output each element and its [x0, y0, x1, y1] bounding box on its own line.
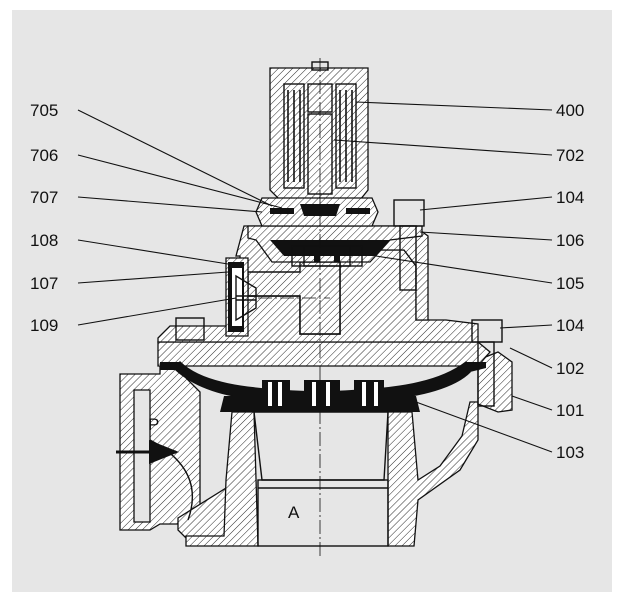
pilot-seal: [300, 204, 340, 216]
label-103: 103: [556, 443, 584, 462]
label-106: 106: [556, 231, 584, 250]
label-707: 707: [30, 188, 58, 207]
label-702: 702: [556, 146, 584, 165]
pilot-cavity: [247, 261, 341, 335]
label-104-lower: 104: [556, 316, 584, 335]
leader-lines: [77, 101, 553, 453]
pilot-diaphragm: [270, 240, 390, 256]
label-400: 400: [556, 101, 584, 120]
label-107: 107: [30, 274, 58, 293]
bolt-left-head: [175, 317, 205, 341]
left-labels: 705 706 707 108 107 109: [30, 101, 58, 335]
fitting-plug-109: [235, 274, 257, 322]
label-105: 105: [556, 274, 584, 293]
label-104-upper: 104: [556, 188, 584, 207]
label-706: 706: [30, 146, 58, 165]
diagram-panel: P A 705 706 707 108 107 109 400 702 104 …: [12, 10, 612, 592]
bolt-104-upper-shank: [399, 225, 417, 291]
outlet-left-wall: [185, 411, 259, 547]
label-108: 108: [30, 231, 58, 250]
bolts: [175, 199, 503, 407]
label-101: 101: [556, 401, 584, 420]
body-top-ring: [157, 341, 491, 367]
label-109: 109: [30, 316, 58, 335]
diaphragm-seal: [160, 362, 486, 404]
port-label-inlet: P: [148, 415, 159, 434]
disk-slots: [262, 380, 384, 406]
flow-curve: [149, 439, 194, 521]
bolt-104-lower-shank: [477, 341, 495, 407]
inlet-wall: [119, 365, 201, 531]
solenoid-housing: [269, 67, 369, 201]
coil-right: [335, 83, 357, 189]
valve-cross-section-drawing: P A 705 706 707 108 107 109 400 702 104 …: [12, 10, 612, 592]
right-labels: 400 702 104 106 105 104 102 101 103: [556, 101, 584, 462]
label-102: 102: [556, 359, 584, 378]
pilot-housing: [235, 225, 429, 335]
port-label-outlet: A: [288, 503, 300, 522]
solenoid: [255, 61, 379, 227]
label-705: 705: [30, 101, 58, 120]
side-fitting: [225, 257, 257, 337]
coil-left: [283, 83, 305, 189]
